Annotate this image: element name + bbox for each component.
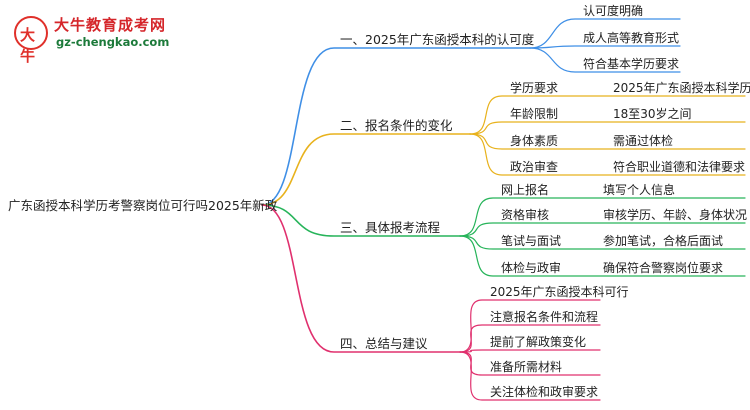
child-topic-2-1: 学历要求 — [510, 81, 559, 95]
detail-topic-2-2: 18至30岁之间 — [613, 107, 692, 121]
detail-topic-2-1: 2025年广东函授本科学历 — [613, 81, 750, 95]
child-connector-4-2 — [459, 324, 601, 353]
branch-topic-2: 二、报名条件的变化 — [340, 118, 453, 133]
child-topic-3-2: 资格审核 — [501, 208, 550, 222]
child-topic-3-3: 笔试与面试 — [501, 234, 562, 248]
detail-topic-3-2: 审核学历、年龄、身体状况 — [603, 208, 748, 222]
child-connector-2-1 — [469, 95, 746, 135]
child-topic-1-1: 认可度明确 — [583, 4, 644, 18]
child-connector-3-2 — [459, 222, 746, 237]
detail-topic-3-1: 填写个人信息 — [603, 183, 676, 197]
detail-topic-3-4: 确保符合警察岗位要求 — [603, 261, 724, 275]
logo-url: gz-chengkao.com — [56, 35, 170, 49]
child-connector-3-1 — [459, 197, 746, 237]
child-topic-2-2: 年龄限制 — [510, 107, 559, 121]
branch-topic-1: 一、2025年广东函授本科的认可度 — [340, 32, 535, 47]
child-connector-1-1 — [529, 18, 681, 49]
child-topic-4-2: 注意报名条件和流程 — [490, 310, 599, 324]
child-connector-4-3 — [459, 349, 601, 353]
child-connector-2-2 — [469, 121, 746, 135]
child-topic-4-1: 2025年广东函授本科可行 — [490, 285, 629, 299]
child-topic-4-4: 准备所需材料 — [490, 360, 563, 374]
branch-topic-3: 三、具体报考流程 — [340, 220, 441, 235]
child-topic-3-1: 网上报名 — [501, 183, 550, 197]
child-connector-1-2 — [529, 45, 681, 49]
branch-connector-4 — [261, 204, 461, 353]
child-connector-4-1 — [459, 299, 601, 353]
detail-topic-2-4: 符合职业道德和法律要求 — [613, 160, 746, 174]
root-topic: 广东函授本科学历考警察岗位可行吗2025年新政 — [8, 198, 278, 213]
child-connector-3-3 — [459, 235, 746, 250]
child-connector-4-5 — [459, 351, 601, 401]
child-topic-1-2: 成人高等教育形式 — [583, 31, 680, 45]
child-topic-2-3: 身体素质 — [510, 134, 559, 148]
branch-connector-3 — [261, 204, 461, 237]
branch-connector-2 — [261, 133, 471, 206]
child-connector-3-4 — [459, 235, 746, 277]
detail-topic-3-3: 参加笔试，合格后面试 — [603, 234, 724, 248]
child-topic-4-5: 关注体检和政审要求 — [490, 385, 599, 399]
child-topic-4-3: 提前了解政策变化 — [490, 335, 587, 349]
child-topic-3-4: 体检与政审 — [501, 261, 562, 275]
child-topic-2-4: 政治审查 — [510, 160, 559, 174]
child-connector-2-4 — [469, 133, 746, 176]
site-logo: 大牛 大牛教育成考网 gz-chengkao.com — [14, 14, 214, 65]
logo-mark: 大牛 — [14, 16, 48, 65]
logo-title: 大牛教育成考网 — [54, 16, 167, 34]
child-connector-1-3 — [529, 47, 681, 73]
branch-topic-4: 四、总结与建议 — [340, 336, 428, 351]
child-topic-1-3: 符合基本学历要求 — [583, 57, 680, 71]
detail-topic-2-3: 需通过体检 — [613, 134, 674, 148]
child-connector-2-3 — [469, 133, 746, 150]
branch-connector-1 — [261, 47, 531, 206]
